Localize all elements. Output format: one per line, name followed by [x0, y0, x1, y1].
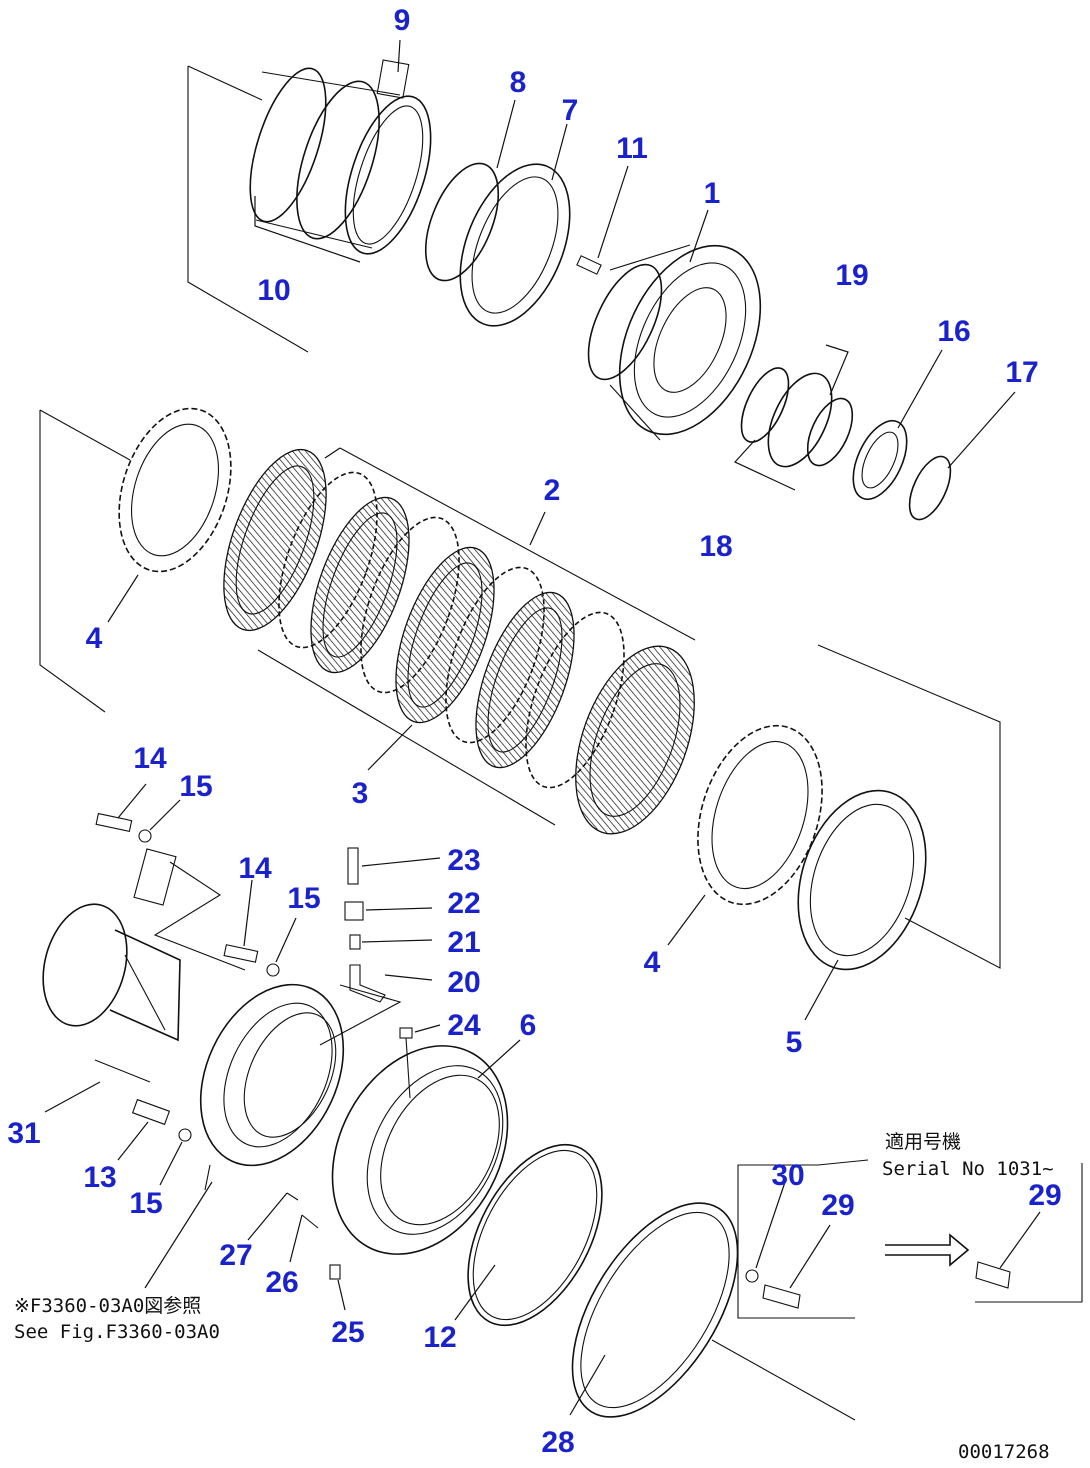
callout-14-lower: 14	[238, 852, 272, 885]
part-2-3-disc-stack	[223, 447, 696, 835]
part-4-plate-left	[118, 407, 232, 573]
part-11-pin	[576, 255, 602, 275]
serial-note-en: Serial No 1031~	[882, 1158, 1054, 1180]
part-6-cylinder	[331, 1045, 509, 1255]
callout-labels: 9 8 7 11 1 10 19 16 17 2 18 4 3 14 15 23…	[7, 4, 1061, 1459]
notes: 適用号機 Serial No 1031~ ※F3360-03A0図参照 See …	[14, 1131, 1054, 1463]
callout-16: 16	[937, 315, 970, 348]
part-28-cover	[571, 1202, 856, 1421]
callout-26: 26	[265, 1266, 298, 1299]
serial-note-jp: 適用号機	[885, 1131, 961, 1153]
callout-13: 13	[83, 1161, 116, 1194]
callout-3: 3	[352, 777, 369, 810]
callout-31: 31	[7, 1117, 40, 1150]
callout-10: 10	[257, 274, 290, 307]
part-8-oring	[424, 162, 500, 282]
part-10-piston-rings	[249, 59, 432, 263]
callout-2: 2	[544, 474, 561, 507]
part-5-end-plate	[797, 789, 927, 971]
parts-25-27-fittings	[286, 1192, 341, 1280]
part-17-snap-ring	[908, 455, 952, 521]
callout-19: 19	[835, 259, 868, 292]
callout-21: 21	[447, 926, 480, 959]
callout-18: 18	[699, 530, 732, 563]
part-18-19-bearing-set	[734, 344, 854, 491]
callout-5: 5	[786, 1026, 803, 1059]
callout-1: 1	[704, 177, 721, 210]
callout-4-right: 4	[644, 946, 661, 979]
serial-variant-box	[737, 1159, 1083, 1319]
callout-29-left: 29	[821, 1189, 854, 1222]
disc-pack-frame	[39, 409, 1001, 969]
callout-24: 24	[447, 1009, 481, 1042]
part-31-shaft	[42, 903, 181, 1083]
callout-4-left: 4	[86, 622, 103, 655]
part-16-seal	[852, 420, 908, 500]
callout-15-upper: 15	[179, 770, 212, 803]
leader-lines	[44, 39, 1041, 1416]
reference-note-jp: ※F3360-03A0図参照	[14, 1295, 201, 1317]
callout-8: 8	[510, 66, 527, 99]
callout-28: 28	[541, 1426, 574, 1459]
brake-housing-ring	[199, 983, 345, 1191]
callout-11: 11	[616, 132, 648, 165]
callout-29-right: 29	[1028, 1179, 1061, 1212]
part-7-piston	[459, 163, 571, 327]
callout-17: 17	[1005, 356, 1038, 389]
callout-12: 12	[423, 1321, 456, 1354]
part-1-carrier-hub	[587, 244, 762, 441]
callout-27: 27	[219, 1239, 252, 1272]
parts-20-23-small-parts	[319, 847, 413, 1099]
drawing-number: 00017268	[958, 1441, 1050, 1463]
callout-7: 7	[562, 94, 579, 127]
callout-14-upper: 14	[133, 742, 167, 775]
callout-20: 20	[447, 966, 480, 999]
callout-25: 25	[331, 1316, 364, 1349]
callout-15-middle: 15	[287, 882, 320, 915]
callout-6: 6	[520, 1009, 537, 1042]
part-4-plate-right	[697, 724, 823, 906]
callout-30: 30	[771, 1159, 804, 1192]
callout-15-lower: 15	[129, 1187, 162, 1220]
callout-23: 23	[447, 844, 480, 877]
reference-note-en: See Fig.F3360-03A0	[14, 1321, 220, 1343]
top-group-frame	[187, 65, 309, 353]
callout-9: 9	[394, 4, 411, 37]
callout-22: 22	[447, 887, 480, 920]
part-14-15-bolts-upper	[95, 812, 280, 977]
part-13-bolt	[131, 1098, 192, 1142]
part-12-oring-large	[467, 1143, 603, 1327]
